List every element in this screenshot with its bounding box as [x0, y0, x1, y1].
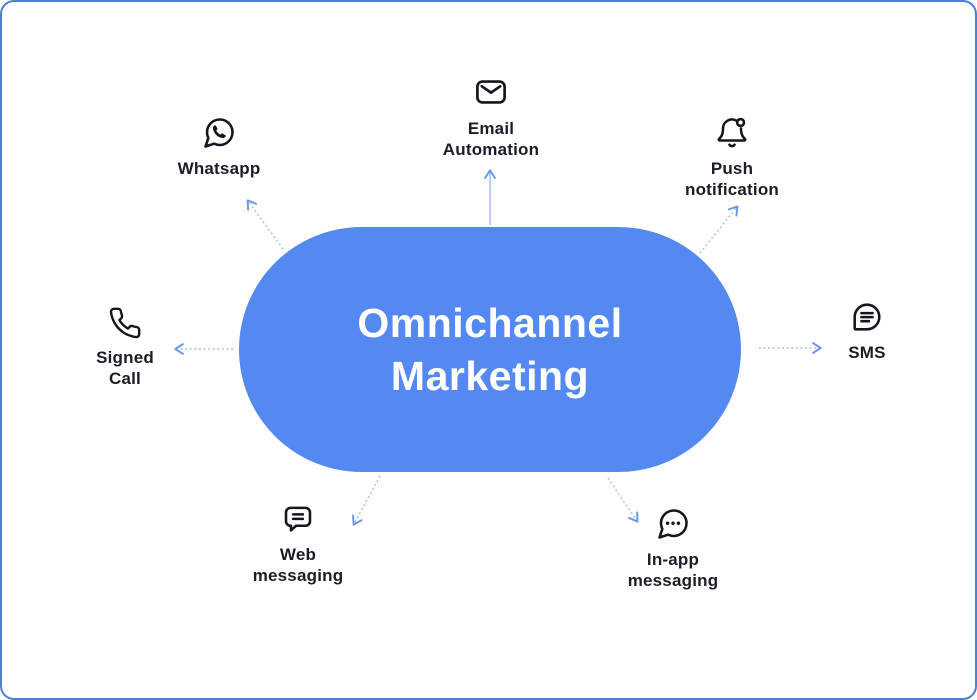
- node-label: Web messaging: [252, 545, 344, 586]
- node-email-automation: Email Automation: [406, 73, 576, 161]
- node-signed-call: Signed Call: [40, 306, 210, 390]
- node-label: Push notification: [685, 159, 779, 200]
- chat-dots-icon: [655, 506, 691, 542]
- node-label: Whatsapp: [177, 159, 261, 178]
- node-web-messaging: Web messaging: [213, 501, 383, 587]
- chat-lines-icon: [280, 501, 316, 537]
- arrow-push-notification: [699, 205, 739, 254]
- phone-icon: [108, 306, 142, 340]
- bell-notification-icon: [714, 115, 750, 151]
- node-push-notification: Push notification: [647, 115, 817, 201]
- node-label: In-app messaging: [627, 550, 719, 591]
- node-label: Email Automation: [442, 119, 540, 160]
- email-icon: [472, 73, 510, 111]
- node-label: Signed Call: [96, 348, 154, 389]
- node-whatsapp: Whatsapp: [134, 115, 304, 179]
- whatsapp-icon: [201, 115, 237, 151]
- sms-bubble-icon: [849, 299, 885, 335]
- arrow-whatsapp: [246, 199, 284, 250]
- node-label: SMS: [848, 343, 886, 362]
- node-sms: SMS: [782, 299, 952, 363]
- center-node-omnichannel-marketing: Omnichannel Marketing: [239, 227, 741, 472]
- node-in-app-messaging: In-app messaging: [588, 506, 758, 592]
- center-title: Omnichannel Marketing: [357, 300, 623, 399]
